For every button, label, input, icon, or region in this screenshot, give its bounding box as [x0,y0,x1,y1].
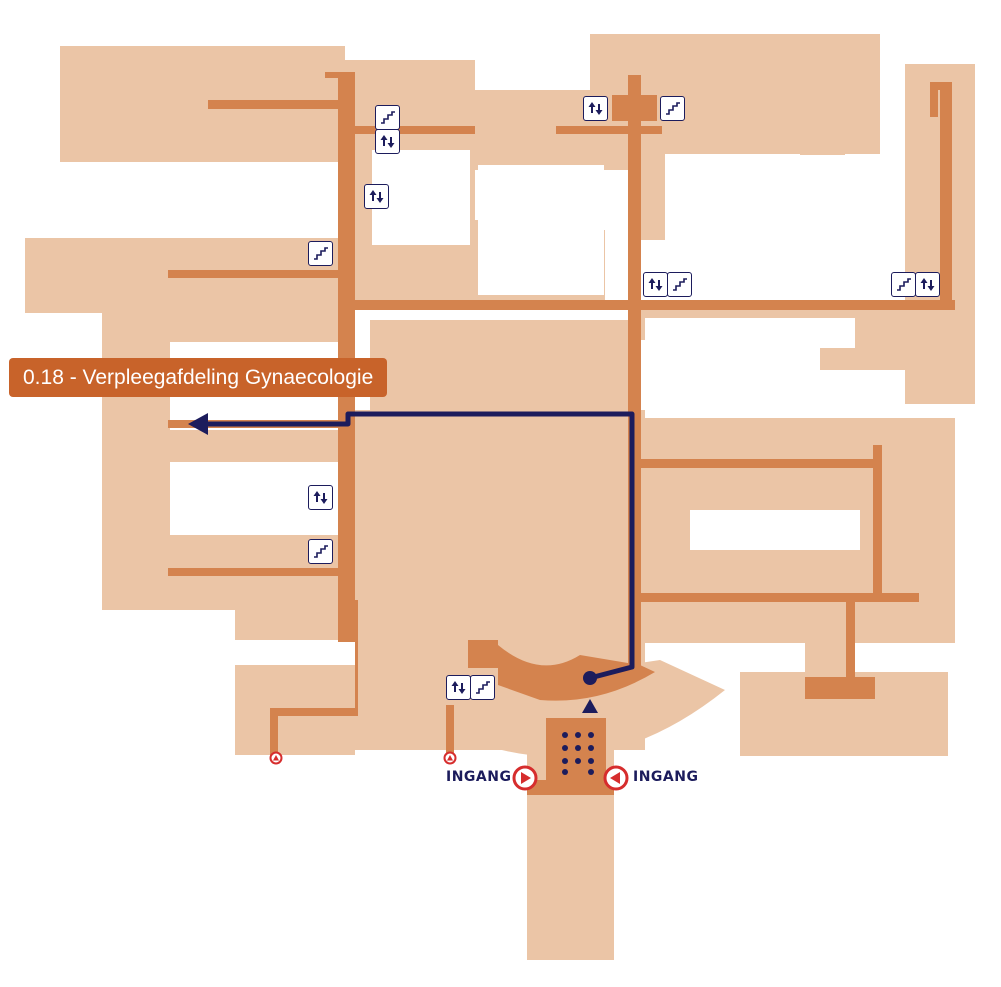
stairs-icon [667,272,692,297]
stairs-icon [375,105,400,130]
exit-triangle-icon [443,751,457,765]
exit-triangle-icon [269,751,283,765]
destination-label: 0.18 - Verpleegafdeling Gynaecologie [9,358,388,397]
route-start-dot [583,671,597,685]
entrance-arrow-icon [512,765,538,791]
exit-markers [269,751,457,765]
elevator-icon [375,129,400,154]
elevator-icon [583,96,608,121]
stairs-icon [891,272,916,297]
entrance-label-right: INGANG [633,769,699,785]
entrance-label-left: INGANG [446,769,512,785]
stairs-icon [470,675,495,700]
elevator-icon [364,184,389,209]
entrance-dots [562,732,594,775]
elevator-icon [915,272,940,297]
route-arrow-head [188,413,208,435]
entrance-arrow-icon [603,765,629,791]
route-path [188,411,635,713]
elevator-icon [446,675,471,700]
stairs-icon [660,96,685,121]
route-start-arrow [582,699,598,713]
elevator-icon [308,485,333,510]
elevator-icon [643,272,668,297]
stairs-icon [308,539,333,564]
stairs-icon [308,241,333,266]
